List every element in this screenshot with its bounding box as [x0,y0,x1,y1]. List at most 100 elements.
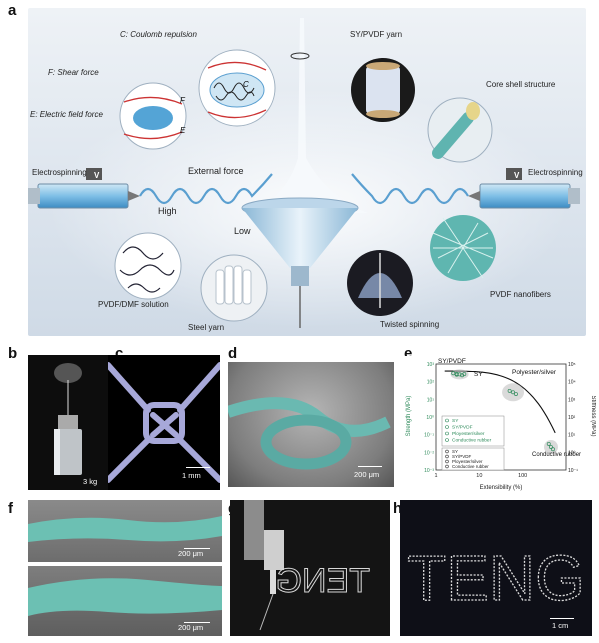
electric-label: E: Electric field force [30,110,103,119]
legend-marker [445,438,449,442]
data-point [514,392,518,396]
x-tick-label: 1 [434,473,437,479]
y-left-tick-label: 10³ [427,362,435,368]
e-mark: E [180,126,186,135]
y-right-tick-label: 10¹ [568,433,576,439]
left-v-label: V [94,171,100,180]
annot-rubber: Conductive rubber [532,452,581,458]
fiber-top [28,516,222,542]
legend-strength-label: Conductive rubber [452,438,492,444]
y-left-tick-label: 10⁻¹ [424,433,434,439]
scale-label-c: 1 mm [182,471,201,480]
annot-sy-pvdf: SY/PVDF [438,358,466,365]
scale-bar-h [550,618,574,619]
annot-sy: SY [474,371,483,378]
scale-bar-f-top [184,548,210,549]
panel-b-label: b [8,345,18,362]
sy-pvdf-yarn-label: SY/PVDF yarn [350,30,403,39]
right-jet [351,173,469,205]
left-syringe [37,183,129,209]
f-mark: F [180,96,185,105]
legend-strength-label: SY/PVDF [452,425,473,431]
core-shell-label: Core shell structure [486,80,556,89]
legend-stiffness [441,447,505,471]
panel-a-label: a [8,2,17,19]
right-syringe [479,183,571,209]
x-title: Extensibility (%) [480,485,523,491]
y-left-tick-label: 10⁻³ [424,468,434,474]
legend-strength-label: SY [452,418,459,424]
teng-text: TENG [407,542,585,614]
y-left-tick-label: 10¹ [427,397,435,403]
sy-cluster-ellipse [450,369,469,380]
weight-label: 3 kg [83,477,98,486]
data-point [549,445,553,449]
weight [54,429,82,475]
legend-marker [445,449,449,454]
panel-h: TENG 1 cm [400,500,592,636]
c-mark: C [243,80,249,89]
annot-polyester: Polyester/silver [512,369,557,376]
pvdf-nanofibers-label: PVDF nanofibers [490,290,551,299]
twisted-spinning-label: Twisted spinning [380,320,440,329]
electrospinning-left-label: Electrospinning [32,168,87,177]
panel-h-label: h [393,500,403,517]
y-right-tick-label: 10⁴ [568,380,576,386]
legend-marker [445,464,449,469]
y-right-tick-label: 10³ [568,397,576,403]
legend-strength-label: Ployester/silver [452,431,485,437]
x-tick-label: 10 [476,473,482,479]
panel-b: 3 kg [28,355,108,490]
rotation-arrow [290,52,310,60]
data-point [511,390,516,395]
data-point [454,372,459,377]
panel-c-label: c [115,345,124,362]
y-right-title: Stiffness (MPa) [590,396,596,437]
printer-head [244,500,264,560]
y-right-tick-label: 10⁵ [568,362,576,368]
panel-e-label: e [404,345,413,362]
funnel [242,208,358,268]
data-point [507,388,512,393]
panel-f-bottom: 200 μm [28,566,222,636]
panel-f-top: 200 μm [28,500,222,562]
solution-circle [114,232,182,300]
legend-marker [445,454,449,459]
hand [54,363,82,383]
scale-bar-c [186,467,210,468]
legend-stiffness-label: Conductive rubber [452,464,489,469]
scale-bar-d [358,466,382,467]
printed-text-g: TENG [276,562,370,600]
legend-marker [445,425,449,429]
right-v-label: V [514,171,520,180]
legend-marker [445,418,449,423]
legend-marker [445,431,449,436]
data-point [551,447,555,452]
y-right-tick-label: 10⁰ [568,450,576,456]
scale-label-h: 1 cm [552,621,569,630]
fiber-bottom [28,578,222,616]
legend-strength [441,415,505,447]
y-left-tick-label: 10⁰ [426,415,434,421]
taylor-cone [248,18,368,213]
legend-marker [445,459,449,464]
low-label: Low [234,226,251,236]
legend-stiffness-label: Ployester/silver [452,459,483,464]
panel-c: 1 mm [108,355,220,490]
legend-stiffness-label: SY/PVDF [452,454,472,459]
legend-stiffness-label: SY [452,449,458,454]
panel-d-label: d [228,345,238,362]
panel-a-illustration [28,18,580,328]
y-left-tick-label: 10² [427,380,435,386]
electrospinning-right-label: Electrospinning [528,168,583,177]
panel-g: TENG [230,500,390,636]
left-voltage-box [86,168,102,180]
polyester-cluster-ellipse [502,383,525,402]
y-right-tick-label: 10² [568,415,576,421]
y-left-title: Strength (MPa) [406,396,412,437]
left-jet [139,173,273,205]
data-point [546,441,551,446]
external-force-label: External force [188,166,244,176]
